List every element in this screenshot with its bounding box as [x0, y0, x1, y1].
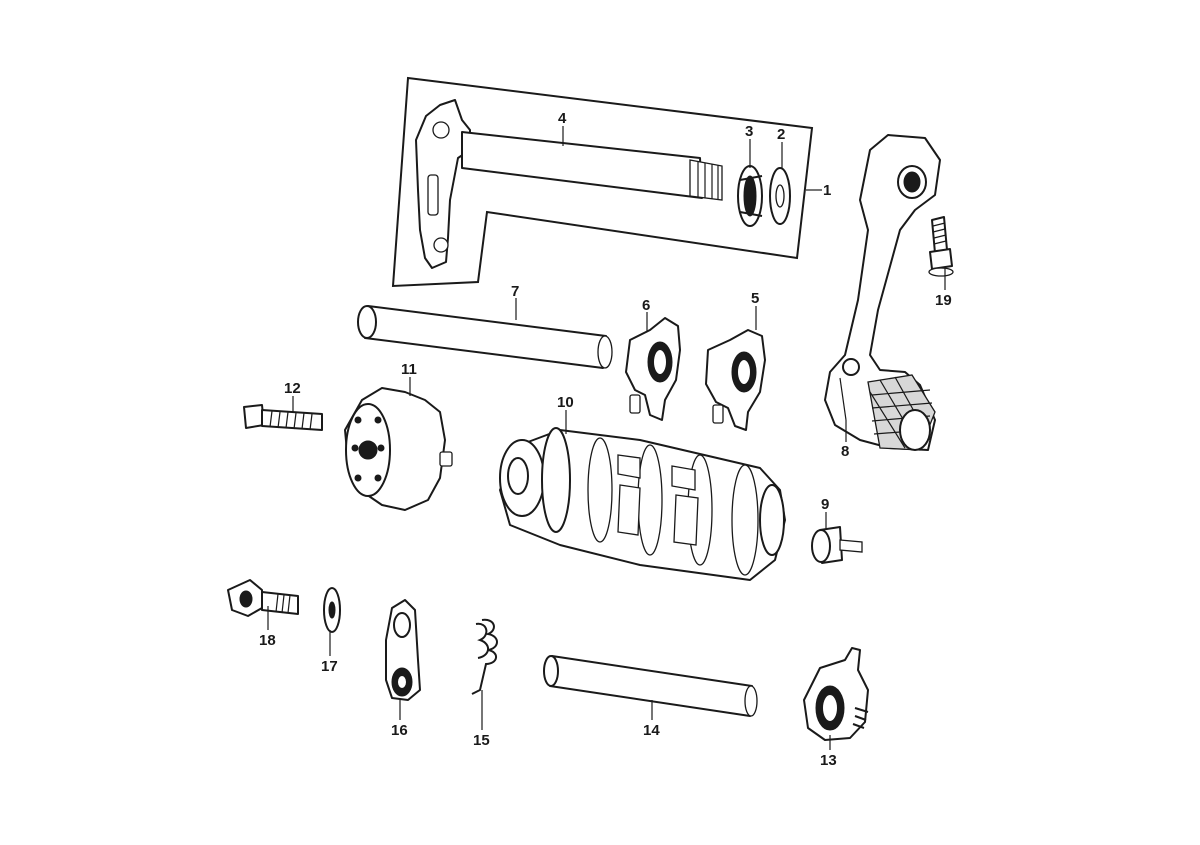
stopper-arm: [385, 599, 421, 701]
stopper-spring: [471, 618, 498, 695]
shift-fork-13: [803, 647, 869, 741]
shift-shaft: [415, 99, 723, 269]
fork-shaft-lower: [543, 655, 758, 717]
callout-9: 9: [821, 496, 829, 513]
leader-lines: [267, 126, 946, 750]
callout-10: 10: [557, 394, 574, 411]
callout-16: 16: [391, 722, 408, 739]
gear-shift-pedal: [824, 134, 941, 451]
shift-fork-5: [705, 329, 766, 431]
drum-pin: [811, 526, 863, 564]
callout-8: 8: [841, 443, 849, 460]
callout-2: 2: [777, 126, 785, 143]
drum-bolt: [243, 404, 323, 431]
callout-15: 15: [473, 732, 490, 749]
callout-labels: 1 2 3 4 5 6 7 8 9 10 11 12 13 14 15 16 1…: [259, 110, 952, 769]
callout-4: 4: [558, 110, 567, 127]
callout-18: 18: [259, 632, 276, 649]
callout-11: 11: [401, 361, 417, 378]
callout-7: 7: [511, 283, 519, 300]
shift-drum: [499, 427, 786, 581]
callout-14: 14: [643, 722, 660, 739]
callout-19: 19: [935, 292, 952, 309]
shift-drum-cam: [344, 387, 453, 511]
callout-6: 6: [642, 297, 650, 314]
shaft-spring: [737, 165, 763, 227]
callout-12: 12: [284, 380, 301, 397]
callout-13: 13: [820, 752, 837, 769]
callout-17: 17: [321, 658, 338, 675]
pedal-bolt: [928, 216, 954, 277]
fork-shaft-upper: [357, 305, 613, 369]
callout-1: 1: [823, 182, 831, 199]
flange-bolt: [227, 579, 299, 617]
shaft-washer: [769, 167, 791, 225]
flat-washer: [323, 587, 341, 633]
callout-3: 3: [745, 123, 753, 140]
shift-fork-6: [625, 317, 681, 421]
callout-5: 5: [751, 290, 759, 307]
